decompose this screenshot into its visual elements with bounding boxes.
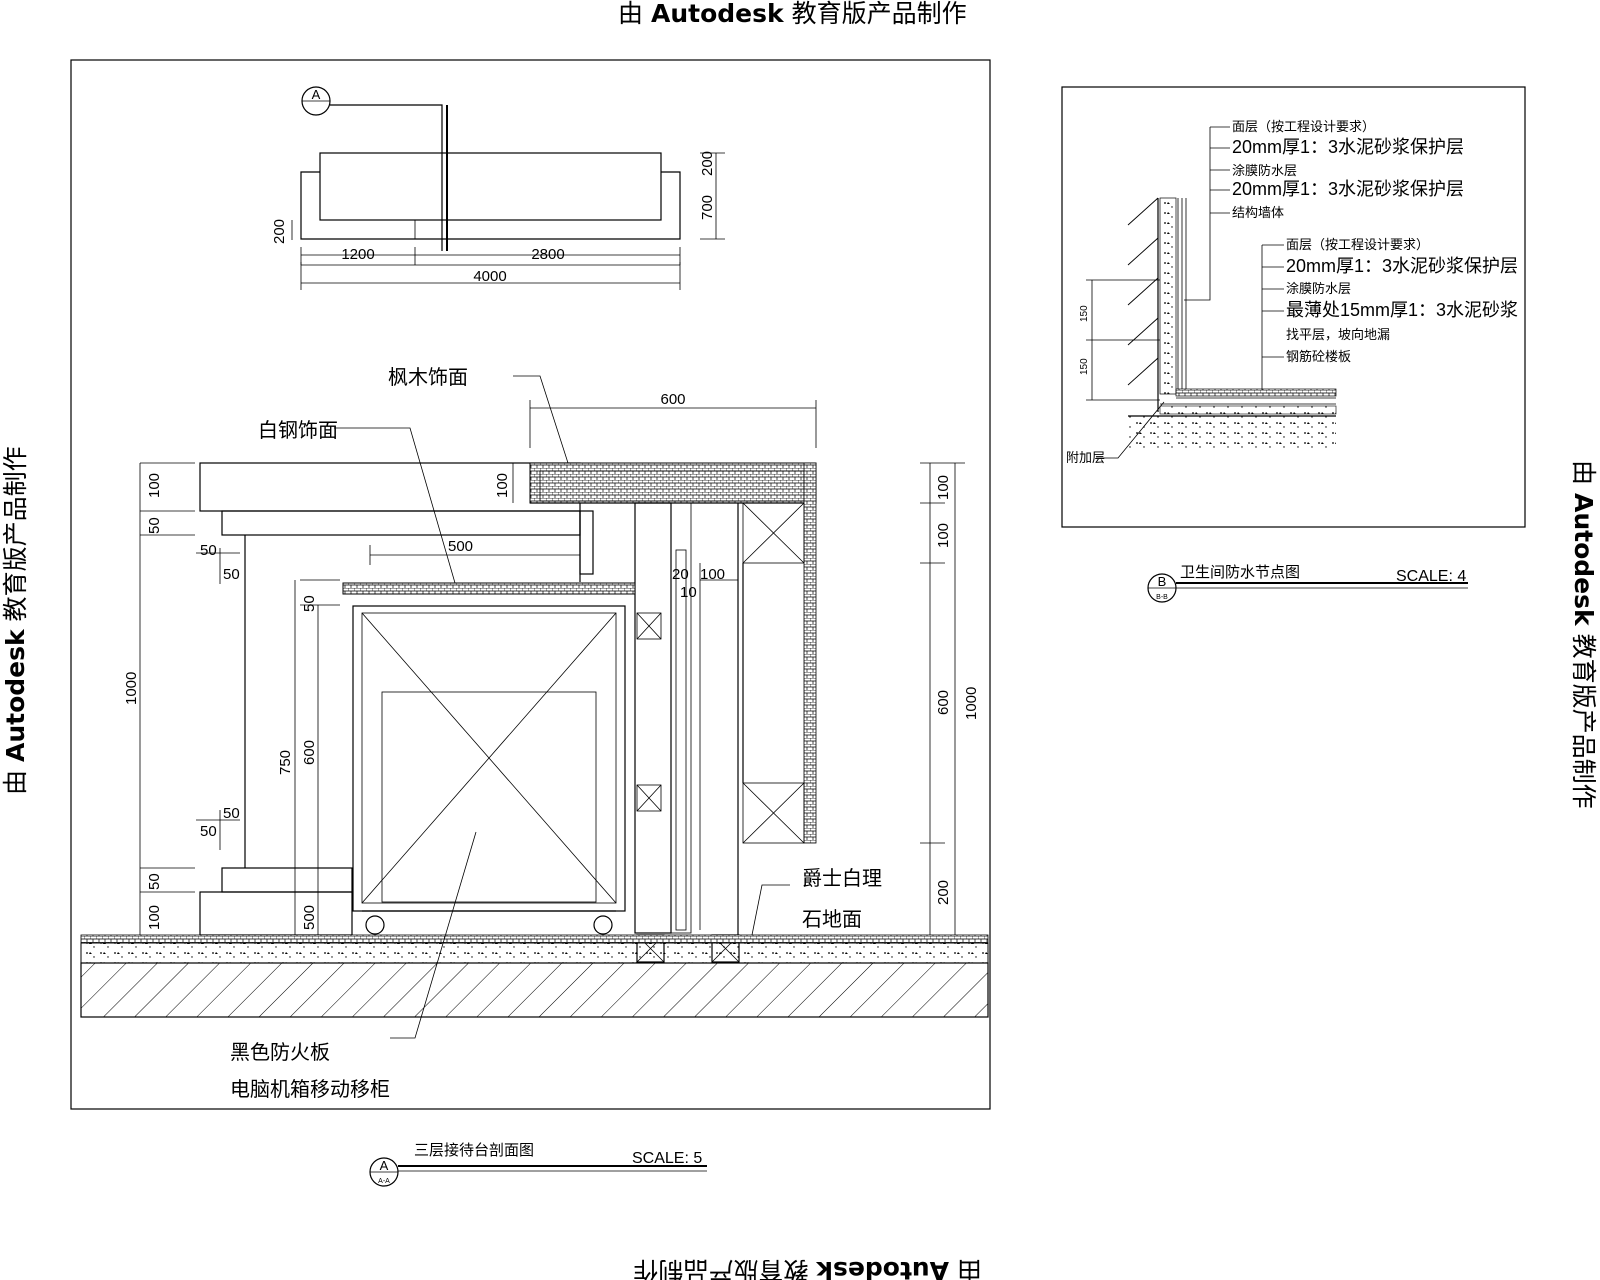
floor-note-4: 最薄处15mm厚1：3水泥砂浆 — [1286, 300, 1518, 320]
dim-500: 500 — [448, 538, 473, 555]
maple-top-box — [529, 462, 817, 504]
svg-text:由 Autodesk 教育版产品制作: 由 Autodesk 教育版产品制作 — [1569, 460, 1598, 809]
dim-mid-20: 20 — [672, 566, 689, 583]
dim-top-600: 600 — [660, 391, 685, 408]
waterproof-detail: 150 150 面层（按工程设计要求） 20mm厚1：3水泥砂浆保护层 涂膜防水… — [1066, 120, 1518, 466]
section-a-scale: SCALE: 5 — [632, 1150, 702, 1167]
dim-right-100-a: 100 — [935, 475, 952, 500]
wall-note-2: 20mm厚1：3水泥砂浆保护层 — [1232, 137, 1464, 157]
dim-right-1000: 1000 — [963, 687, 980, 720]
dim-mid-10: 10 — [680, 584, 697, 601]
svg-text:由 Autodesk 教育版产品制作: 由 Autodesk 教育版产品制作 — [633, 1256, 982, 1280]
dim-left-50-a: 50 — [146, 517, 163, 534]
section-a-frame — [70, 59, 991, 1110]
floor-slab — [80, 962, 989, 1018]
plan-dim-700: 700 — [699, 195, 716, 220]
section-b-title-block: B B-B 卫生间防水节点图 SCALE: 4 — [1147, 563, 1468, 603]
floor-note-1: 面层（按工程设计要求） — [1286, 238, 1429, 253]
counter-top-slab — [199, 462, 581, 512]
dim-left-750: 750 — [277, 750, 294, 775]
label-granite-2: 石地面 — [802, 907, 862, 931]
svg-text:由 Autodesk 教育版产品制作: 由 Autodesk 教育版产品制作 — [1, 446, 30, 795]
label-maple-veneer: 枫木饰面 — [388, 365, 468, 389]
watermark-right: 由 Autodesk 教育版产品制作 — [1569, 460, 1598, 809]
wall-note-1: 面层（按工程设计要求） — [1232, 120, 1375, 135]
wall-note-5: 结构墙体 — [1232, 206, 1284, 221]
plan-view: A 1200 2800 4000 200 200 700 — [271, 86, 725, 290]
detail-dim-150-b: 150 — [1079, 358, 1090, 375]
floor-screed — [80, 942, 989, 964]
section-b-scale: SCALE: 4 — [1396, 568, 1466, 585]
floor-granite — [80, 934, 989, 944]
floor-note-5: 找平层，坡向地漏 — [1286, 327, 1390, 343]
plan-dim-200-right: 200 — [699, 151, 716, 176]
watermark-left: 由 Autodesk 教育版产品制作 — [1, 446, 30, 795]
svg-text:由 Autodesk 教育版产品制作: 由 Autodesk 教育版产品制作 — [618, 0, 967, 28]
label-fire-board: 黑色防火板 — [230, 1040, 330, 1064]
section-a-title: 三层接待台剖面图 — [414, 1141, 534, 1159]
dim-left-50-f: 50 — [146, 873, 163, 890]
wall-note-3: 涂膜防水层 — [1232, 163, 1297, 179]
section-b-sub-marker: B-B — [1156, 594, 1168, 601]
dim-left-50-e: 50 — [200, 823, 217, 840]
extra-layer-note: 附加层 — [1066, 451, 1105, 466]
dim-maple-100: 100 — [494, 473, 511, 498]
section-b-marker: B — [1158, 574, 1167, 589]
section-b-frame — [1061, 86, 1526, 528]
dim-left-500: 500 — [301, 905, 318, 930]
dim-left-100-bottom: 100 — [146, 905, 163, 930]
detail-dim-150-a: 150 — [1079, 305, 1090, 322]
watermark-bottom: 由 Autodesk 教育版产品制作 — [633, 1256, 982, 1280]
dim-left-50-c: 50 — [223, 566, 240, 583]
floor-note-6: 钢筋砼楼板 — [1286, 349, 1351, 365]
steel-top — [342, 582, 636, 595]
section-a-marker: A — [380, 1158, 389, 1173]
dim-right-100-b: 100 — [935, 523, 952, 548]
dim-left-600: 600 — [301, 740, 318, 765]
plan-dim-2800: 2800 — [531, 246, 564, 263]
section-marker-a-top: A — [312, 87, 321, 102]
plan-dim-200-left: 200 — [271, 219, 288, 244]
section-b-title: 卫生间防水节点图 — [1180, 563, 1300, 581]
floor-note-2: 20mm厚1：3水泥砂浆保护层 — [1286, 256, 1518, 276]
section-a-sub-marker: A-A — [378, 1178, 390, 1185]
dim-right-200: 200 — [935, 880, 952, 905]
label-steel-veneer: 白钢饰面 — [258, 418, 338, 442]
wall-note-4: 20mm厚1：3水泥砂浆保护层 — [1232, 179, 1464, 199]
dim-left-100-top: 100 — [146, 473, 163, 498]
dim-right-600: 600 — [935, 690, 952, 715]
dim-50-steel: 50 — [301, 595, 318, 612]
label-mobile-cabinet: 电脑机箱移动移柜 — [230, 1077, 390, 1101]
watermark-top: 由 Autodesk 教育版产品制作 — [618, 0, 967, 28]
section-elevation: 100 50 1000 50 100 50 50 50 50 750 50 60… — [80, 365, 989, 1101]
dim-left-1000: 1000 — [123, 672, 140, 705]
floor-note-3: 涂膜防水层 — [1286, 281, 1351, 297]
section-a-title-block: A A-A 三层接待台剖面图 SCALE: 5 — [369, 1141, 707, 1187]
plan-dim-4000: 4000 — [473, 268, 506, 285]
label-granite-1: 爵士白理 — [802, 866, 882, 890]
dim-left-50-b: 50 — [200, 542, 217, 559]
plan-dim-1200: 1200 — [341, 246, 374, 263]
plan-counter-base — [300, 171, 681, 240]
plan-counter-top — [319, 152, 662, 221]
dim-left-50-d: 50 — [223, 805, 240, 822]
dim-mid-100: 100 — [700, 566, 725, 583]
